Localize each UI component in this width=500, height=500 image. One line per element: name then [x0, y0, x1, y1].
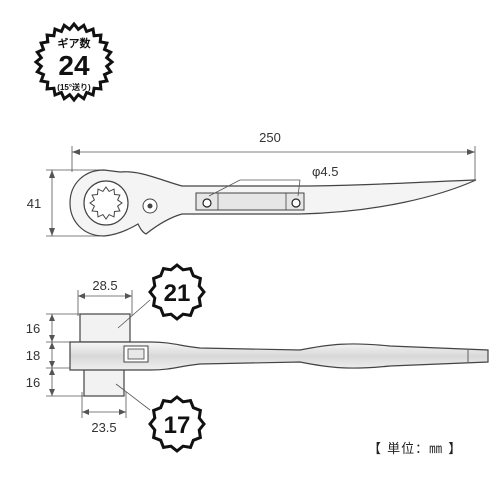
socket-17-gear-icon [148, 395, 206, 453]
socket-21-gear-icon [148, 263, 206, 321]
wrench-body-side [69, 341, 489, 371]
hole-diameter-label: φ4.5 [312, 164, 339, 179]
length-label: 250 [259, 130, 281, 145]
gear-badge: ギア数 24 (15°送り) [33, 21, 115, 103]
socket-large-width-label: 28.5 [92, 278, 117, 293]
pin-hole-left-icon [202, 198, 212, 208]
socket-large-size: 21 [164, 280, 191, 307]
gear-step-note: (15°送り) [57, 82, 91, 92]
socket-large-badge: 21 [148, 263, 206, 321]
socket-large-body [79, 313, 131, 343]
lower-height-label: 16 [26, 375, 40, 390]
socket-small-width-label: 23.5 [91, 420, 116, 435]
upper-height-label: 16 [26, 321, 40, 336]
height-label: 41 [27, 196, 41, 211]
ring-teeth-icon [89, 186, 123, 220]
top-view [46, 146, 477, 237]
side-view [46, 290, 489, 418]
unit-label: 【 単位：㎜ 】 [368, 442, 463, 457]
body-height-label: 18 [26, 348, 40, 363]
pin-hole-right-icon [291, 198, 301, 208]
gear-count-number: 24 [58, 50, 90, 81]
socket-small-badge: 17 [148, 395, 206, 453]
gear-count-label: ギア数 [58, 36, 92, 50]
gear-badge-icon [33, 21, 115, 103]
socket-small-body [83, 367, 125, 397]
socket-small-size: 17 [164, 412, 191, 439]
